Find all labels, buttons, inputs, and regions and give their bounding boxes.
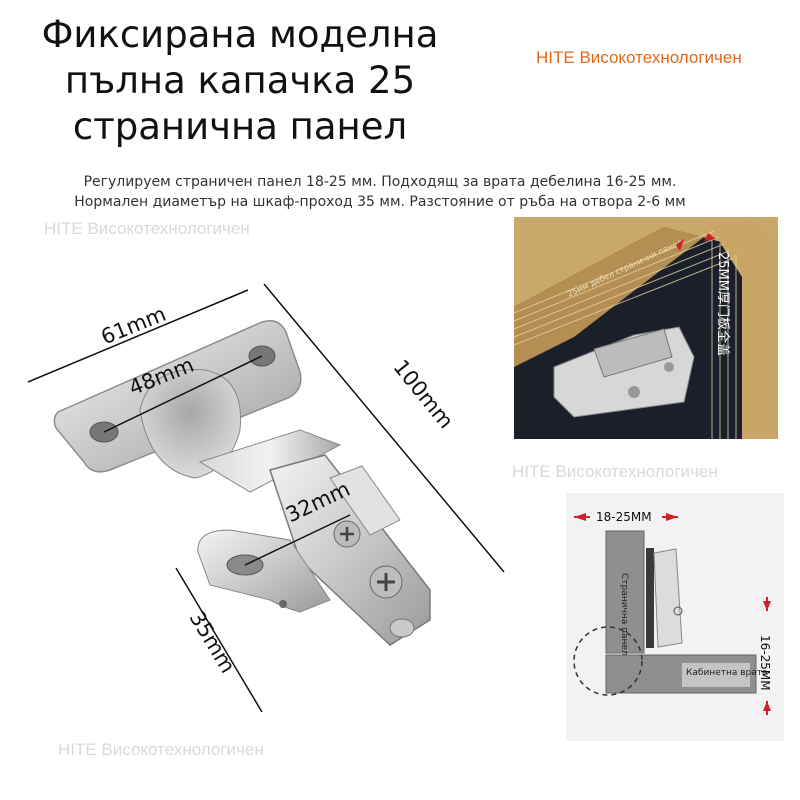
cross-section-diagram: 18-25MM Странична панел Кабинетна врата … — [566, 493, 784, 741]
door-range-label: 16-25MM — [758, 635, 772, 691]
hinge-section — [646, 548, 683, 648]
title-line-1: Фиксирана моделна — [41, 13, 439, 56]
description: Регулируем страничен панел 18-25 мм. Под… — [30, 172, 730, 212]
cabinet-door-label: Кабинетна врата — [686, 668, 768, 678]
product-title: Фиксирана моделна пълна капачка 25 стран… — [20, 12, 460, 150]
dim-height-label: 100mm — [389, 355, 459, 433]
description-line-2: Нормален диаметър на шкаф-проход 35 мм. … — [74, 194, 686, 210]
door-range: 16-25MM — [758, 597, 772, 715]
overlay-label: 25MM厚门板全盖 — [715, 252, 731, 356]
install-photo: 25MM厚门板全盖 25мм дебел странични панел — [514, 217, 778, 439]
description-line-1: Регулируем страничен панел 18-25 мм. Под… — [83, 174, 677, 190]
detail-circle — [573, 626, 643, 696]
side-panel-label: Странична панел — [619, 573, 629, 656]
dim-cup-diameter-label: 35mm — [185, 607, 240, 677]
watermark: HITE Високотехнологичен — [58, 740, 264, 759]
title-line-2: пълна капачка 25 — [64, 59, 416, 102]
arrow-icon — [704, 233, 716, 241]
hinge-photo-body — [553, 326, 695, 418]
side-panel-range: 18-25MM — [574, 510, 678, 524]
side-panel-range-label: 18-25MM — [596, 510, 652, 524]
hinge-illustration: 61mm 48mm 100mm 32mm 35mm — [27, 283, 505, 713]
arrow-icon — [676, 239, 684, 251]
side-panel — [605, 530, 645, 654]
brand-label: HITE Високотехнологичен — [536, 48, 742, 67]
watermark: HITE Високотехнологичен — [512, 462, 718, 481]
title-line-3: странична панел — [72, 105, 408, 148]
watermark: HITE Високотехнологичен — [44, 219, 250, 238]
hinge-arm — [198, 429, 431, 646]
dim-width-label: 61mm — [98, 302, 170, 350]
